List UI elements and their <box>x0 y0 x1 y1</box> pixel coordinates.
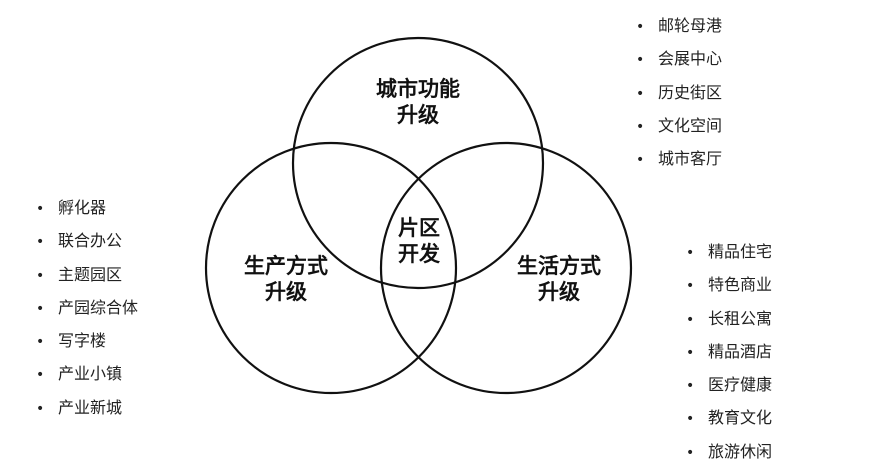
bullet-icon: • <box>36 367 45 384</box>
title-city-function-line1: 城市功能 <box>376 77 460 101</box>
bullet-icon: • <box>636 52 645 69</box>
list-item: •精品酒店 <box>686 336 772 369</box>
list-item: •城市客厅 <box>636 143 722 176</box>
list-item: •孵化器 <box>36 192 138 225</box>
list-item: •长租公寓 <box>686 303 772 336</box>
bullet-icon: • <box>636 118 645 135</box>
title-lifestyle-line2: 升级 <box>538 280 580 304</box>
bullet-icon: • <box>686 444 695 461</box>
title-lifestyle-line1: 生活方式 <box>517 254 601 278</box>
circle-production-mode <box>204 141 458 395</box>
title-area-development-line2: 开发 <box>398 242 440 266</box>
title-city-function: 城市功能 升级 <box>363 76 473 128</box>
bullet-icon: • <box>36 267 45 284</box>
bullet-icon: • <box>36 400 45 417</box>
list-item: •产业新城 <box>36 392 138 425</box>
bullet-icon: • <box>636 152 645 169</box>
list-item: •特色商业 <box>686 269 772 302</box>
list-item: •主题园区 <box>36 259 138 292</box>
list-item: •产业小镇 <box>36 358 138 391</box>
bullet-icon: • <box>36 334 45 351</box>
list-item: •精品住宅 <box>686 236 772 269</box>
title-area-development-line1: 片区 <box>398 216 440 240</box>
title-production-mode: 生产方式 升级 <box>231 253 341 305</box>
bullet-icon: • <box>686 411 695 428</box>
bullet-icon: • <box>36 234 45 251</box>
bullet-icon: • <box>636 19 645 35</box>
bullet-icon: • <box>686 245 695 261</box>
circle-city-function <box>291 36 545 290</box>
list-item: •医疗健康 <box>686 369 772 402</box>
list-city-function: •邮轮母港 •会展中心 •历史街区 •文化空间 •城市客厅 <box>636 10 722 176</box>
list-item: •邮轮母港 <box>636 10 722 43</box>
list-item: •教育文化 <box>686 402 772 435</box>
bullet-icon: • <box>686 378 695 395</box>
title-production-mode-line2: 升级 <box>265 280 307 304</box>
bullet-icon: • <box>36 300 45 317</box>
bullet-icon: • <box>686 278 695 295</box>
bullet-icon: • <box>36 201 45 217</box>
list-item: •产园综合体 <box>36 292 138 325</box>
title-lifestyle: 生活方式 升级 <box>504 253 614 305</box>
list-lifestyle: •精品住宅 •特色商业 •长租公寓 •精品酒店 •医疗健康 •教育文化 •旅游休… <box>686 236 772 469</box>
title-city-function-line2: 升级 <box>397 103 439 127</box>
circle-lifestyle <box>379 141 633 395</box>
bullet-icon: • <box>686 344 695 361</box>
list-item: •写字楼 <box>36 325 138 358</box>
list-production-mode: •孵化器 •联合办公 •主题园区 •产园综合体 •写字楼 •产业小镇 •产业新城 <box>36 192 138 425</box>
title-area-development: 片区 开发 <box>384 215 454 267</box>
list-item: •会展中心 <box>636 43 722 76</box>
list-item: •联合办公 <box>36 225 138 258</box>
bullet-icon: • <box>686 311 695 328</box>
list-item: •文化空间 <box>636 110 722 143</box>
list-item: •历史街区 <box>636 77 722 110</box>
bullet-icon: • <box>636 85 645 102</box>
list-item: •旅游休闲 <box>686 436 772 469</box>
title-production-mode-line1: 生产方式 <box>244 254 328 278</box>
